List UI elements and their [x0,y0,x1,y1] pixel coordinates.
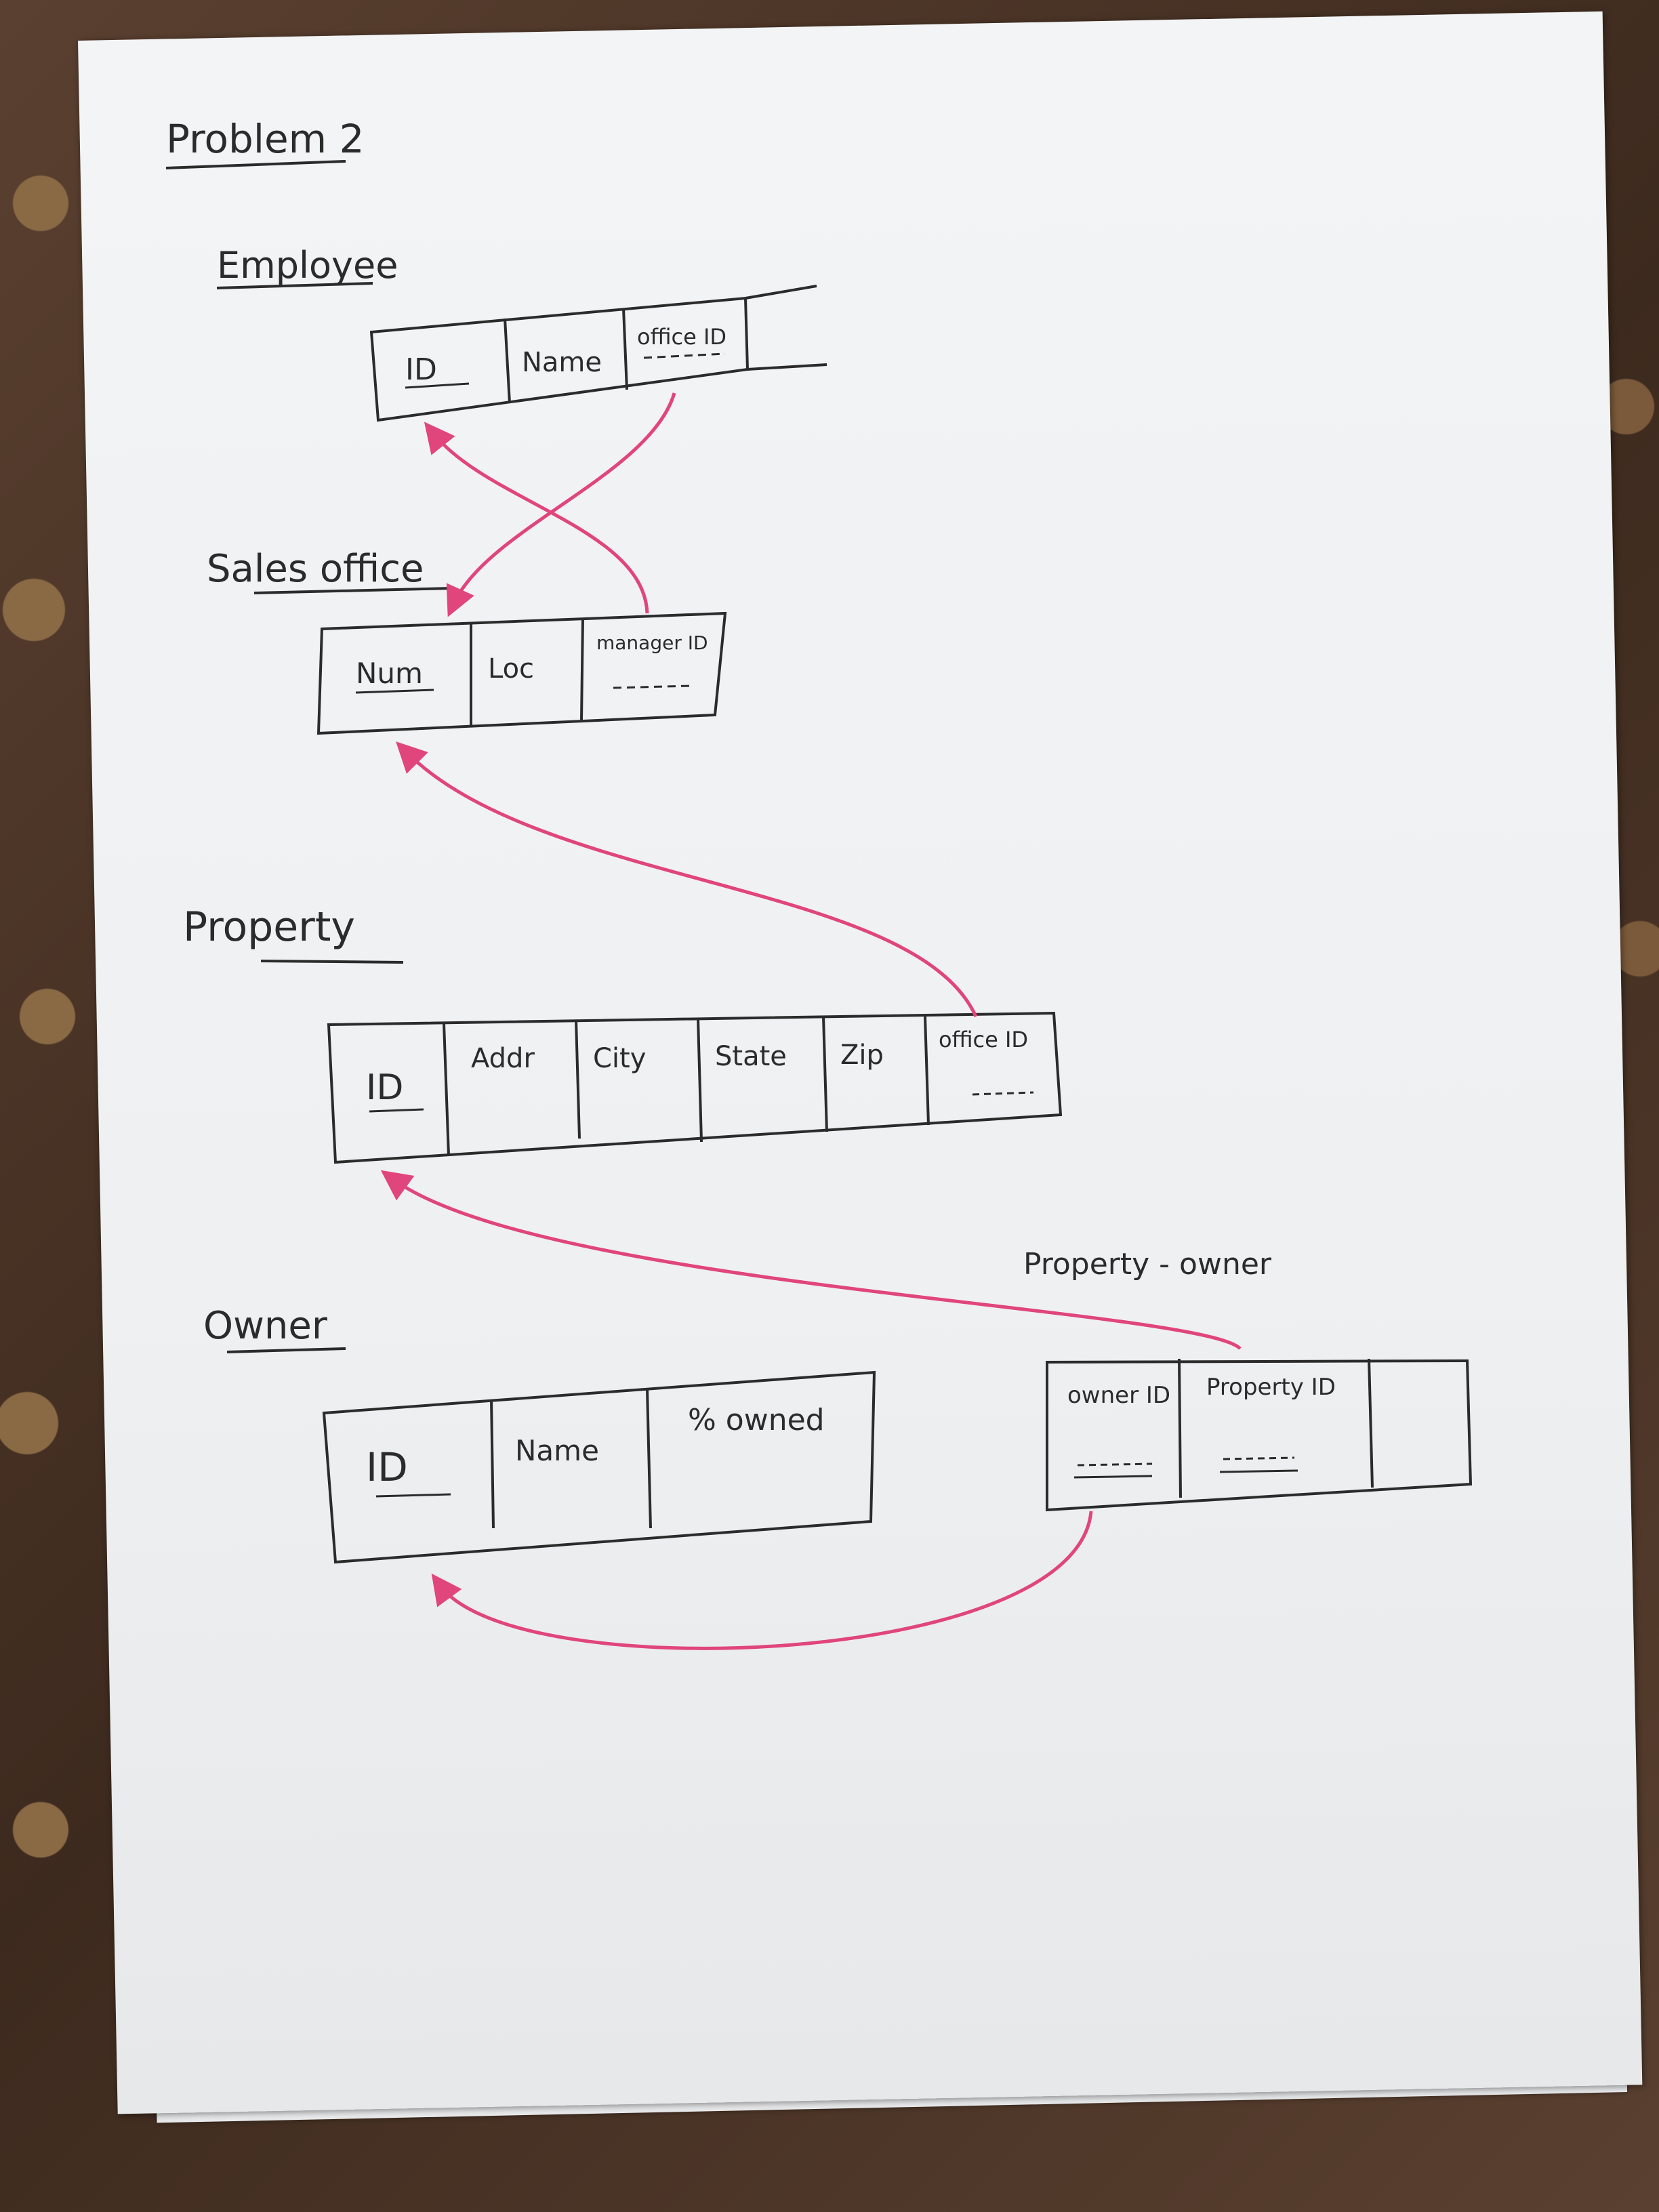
property-col-id: ID [366,1067,403,1108]
table-title-owner: Owner [203,1304,328,1348]
property-col-zip: Zip [840,1040,884,1071]
employee-table [369,285,827,422]
owner-table [322,1370,876,1564]
employee-col-id: ID [405,352,437,387]
sales-office-col-num: Num [356,657,423,690]
property-col-addr: Addr [471,1043,535,1074]
arrow-propowner-owner-to-owner-id [431,1511,1093,1650]
arrow-property-office-to-sales-num [396,741,978,1018]
employee-col-name: Name [522,347,602,378]
table-title-sales-office: Sales office [207,547,424,591]
owner-col-pct-owned: % owned [688,1403,825,1437]
owner-col-id: ID [366,1444,408,1490]
sales-office-col-manager-id: manager ID [596,632,708,654]
table-title-employee: Employee [217,244,398,287]
sales-office-col-loc: Loc [488,653,534,684]
owner-col-name: Name [515,1434,599,1467]
table-title-property-owner: Property - owner [1023,1247,1272,1282]
page-title: Problem 2 [166,116,364,162]
property-owner-table [1046,1358,1473,1512]
property-col-state: State [715,1041,787,1072]
arrow-sales-manager-to-employee-id [424,422,649,614]
property-owner-col-property-id: Property ID [1206,1374,1336,1401]
property-col-office-id: office ID [939,1027,1028,1052]
property-owner-col-owner-id: owner ID [1067,1382,1170,1409]
employee-col-office-id: office ID [637,324,726,350]
arrow-propowner-property-to-property-id [380,1170,1242,1350]
arrow-employee-office-to-sales-num [446,392,676,617]
property-table [327,1011,1063,1164]
property-col-city: City [593,1043,646,1074]
sales-office-table [316,611,727,735]
table-title-property: Property [183,903,355,951]
